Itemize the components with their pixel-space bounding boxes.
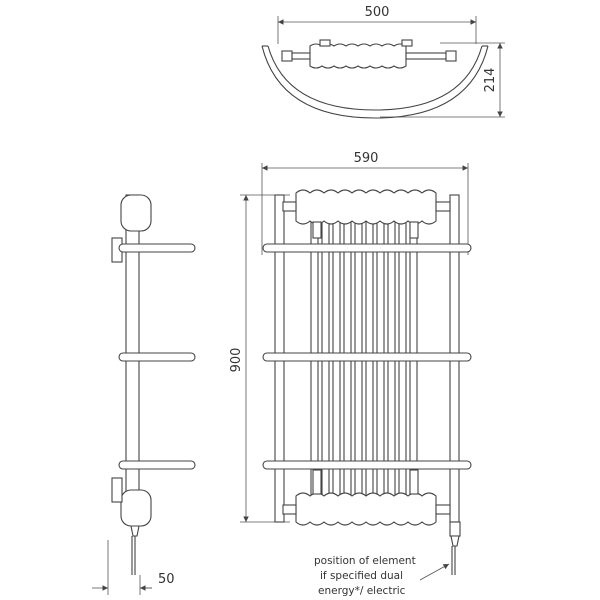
side-bottom-bracket	[111, 477, 123, 503]
front-rail-middle	[262, 352, 472, 362]
front-width-label: 590	[354, 151, 379, 166]
top-view: 500 214	[261, 5, 505, 119]
note-leader-arrow	[419, 563, 450, 581]
note-line-3: energy*/ electric	[318, 585, 406, 597]
note-line-1: position of element	[314, 555, 416, 567]
side-top-header	[120, 194, 152, 232]
front-rail-bottom	[262, 460, 472, 470]
side-projection-label: 50	[158, 572, 175, 587]
top-rail-outer	[261, 45, 489, 119]
front-bottom-header	[282, 469, 451, 526]
top-depth-label: 214	[483, 68, 498, 93]
side-rail-top	[118, 243, 196, 253]
front-view: 590 900	[229, 151, 472, 575]
note-line-2: if specified dual	[320, 570, 403, 582]
top-rail-inner	[267, 45, 483, 111]
side-bottom-header	[120, 489, 152, 527]
top-width-label: 500	[365, 5, 390, 20]
front-top-header	[282, 189, 451, 239]
side-rail-bottom	[118, 460, 196, 470]
front-rail-top	[262, 243, 472, 253]
element-note: position of element if specified dual en…	[314, 555, 450, 597]
front-height-label: 900	[229, 348, 244, 373]
heating-element	[449, 521, 461, 575]
side-rail-middle	[118, 352, 196, 362]
side-view: 50	[92, 194, 196, 595]
top-column-block	[281, 39, 457, 69]
